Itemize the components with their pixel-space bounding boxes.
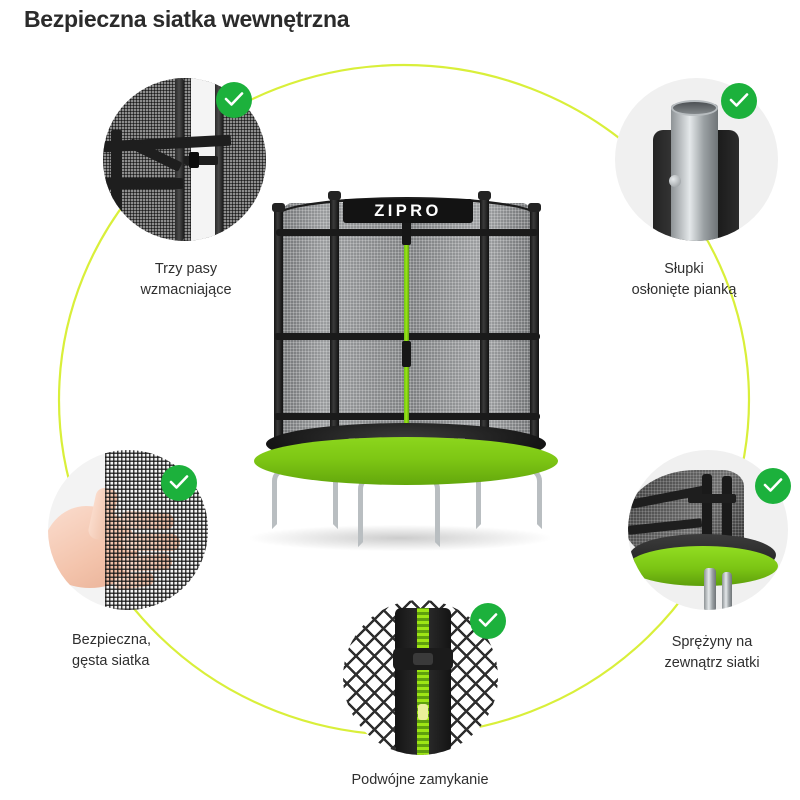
check-icon [763,478,783,492]
caption-reinforcement-straps: Trzy pasy wzmacniające [140,261,232,298]
brand-banner: ZIPRO [343,199,473,223]
photo-springs-outside-net [628,450,788,610]
net-pole-cap-3 [478,191,491,200]
net-pole-left [175,78,184,241]
green-safety-pad-ring [254,437,558,485]
net-pole-cap-2 [328,191,341,200]
product-shadow [250,525,550,551]
strap-connector-right [184,156,218,165]
support-leg-2 [722,572,732,610]
check-icon [729,93,749,107]
check-badge-springs-outside-net [755,468,791,504]
pole-bolt [669,175,681,187]
net-pole-right [215,78,223,241]
caption-dense-safety-net: Bezpieczna, gęsta siatka [72,632,151,669]
caption-springs-outside-net: Sprężyny na zewnątrz siatki [664,634,760,671]
caption-foam-covered-poles: Słupki osłonięte pianką [631,261,737,298]
strap-horizontal-lower [103,178,183,189]
steel-pole [671,104,718,241]
check-badge-dense-safety-net [161,465,197,501]
net-zipper [404,227,409,442]
enclosure-pole-right [722,476,732,552]
strap-vertical [111,130,122,241]
check-badge-double-closure [470,603,506,639]
green-safety-pad [628,546,778,586]
trampoline-leg-center [358,475,440,547]
enclosure-pole-left [702,474,712,552]
zipper-teeth [417,608,429,755]
net-pole-cap-1 [272,203,285,212]
check-icon [478,613,498,627]
zipper-pull [418,704,428,720]
zipper-flap-left [395,608,421,755]
check-icon [224,92,244,106]
pole-crossbar [688,494,736,503]
page-title: Bezpieczna siatka wewnętrzna [24,6,350,32]
zipper-buckle-center [413,653,433,665]
check-icon [169,475,189,489]
net-pole-4 [530,209,539,451]
check-badge-foam-covered-poles [721,83,757,119]
net-pole-3 [480,197,489,451]
product-trampoline: ZIPRO [230,175,580,565]
net-pole-2 [330,197,339,451]
caption-double-closure: Podwójne zamykanie [351,772,489,788]
net-zipper-top-tab [402,219,411,245]
check-badge-reinforcement-straps [216,82,252,118]
zipper-flap-right [425,608,451,755]
support-leg [704,568,716,610]
net-pole-1 [274,209,283,451]
strap-buckle [189,152,199,168]
net-zipper-pull [402,341,411,367]
net-pole-cap-4 [528,203,541,212]
pole-open-top [671,100,718,116]
